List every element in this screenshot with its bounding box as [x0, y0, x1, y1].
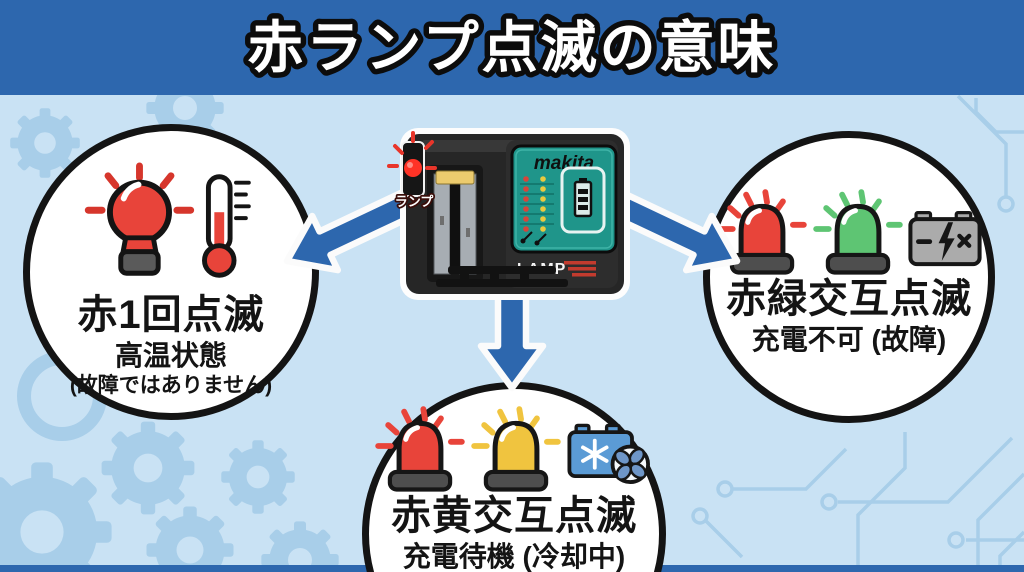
node-left-title: 赤1回点滅	[77, 293, 265, 337]
charger-red-lamp	[387, 131, 437, 197]
wire-symbols	[520, 231, 547, 246]
lamp-callout-label: ランプ	[395, 194, 435, 209]
vent-slots	[436, 266, 568, 287]
battery-diagram	[560, 166, 606, 234]
node-left-note: (故障ではありません)	[69, 374, 273, 398]
node-right-subtitle: 充電不可 (故障)	[751, 324, 947, 355]
arrow-left-icon	[283, 188, 417, 274]
thermometer-icon	[202, 174, 251, 278]
fine-print-marks	[564, 261, 596, 277]
node-left-subtitle: 高温状態	[114, 340, 227, 371]
broken-battery-icon	[908, 211, 982, 267]
node-right-title: 赤緑交互点滅	[726, 277, 972, 321]
indicator-dots	[520, 176, 554, 232]
cooling-battery-fan-icon	[567, 423, 650, 484]
red-bulb-icon	[84, 162, 195, 276]
snowflake-icon	[581, 438, 609, 470]
arrow-down-icon	[477, 292, 547, 392]
header-banner: 赤ランプ点滅の意味	[0, 0, 1024, 95]
battery-slot	[427, 165, 483, 282]
fan-icon	[610, 444, 650, 484]
node-red-single-blink: 赤1回点滅 高温状態 (故障ではありません)	[23, 124, 319, 420]
red-bulb-and-thermometer-icons	[84, 162, 251, 278]
charger-illustration: ランプ makita	[386, 116, 638, 312]
indicator-panel: makita	[510, 144, 618, 254]
node-red-green-alternate: 赤緑交互点滅 充電不可 (故障)	[703, 131, 995, 423]
banner-title: 赤ランプ点滅の意味	[247, 16, 776, 79]
node-red-yellow-alternate: 赤黄交互点滅 充電待機 (冷却中)	[362, 382, 666, 572]
node-bottom-title: 赤黄交互点滅	[391, 494, 637, 538]
node-bottom-subtitle: 充電待機 (冷却中)	[402, 541, 626, 572]
